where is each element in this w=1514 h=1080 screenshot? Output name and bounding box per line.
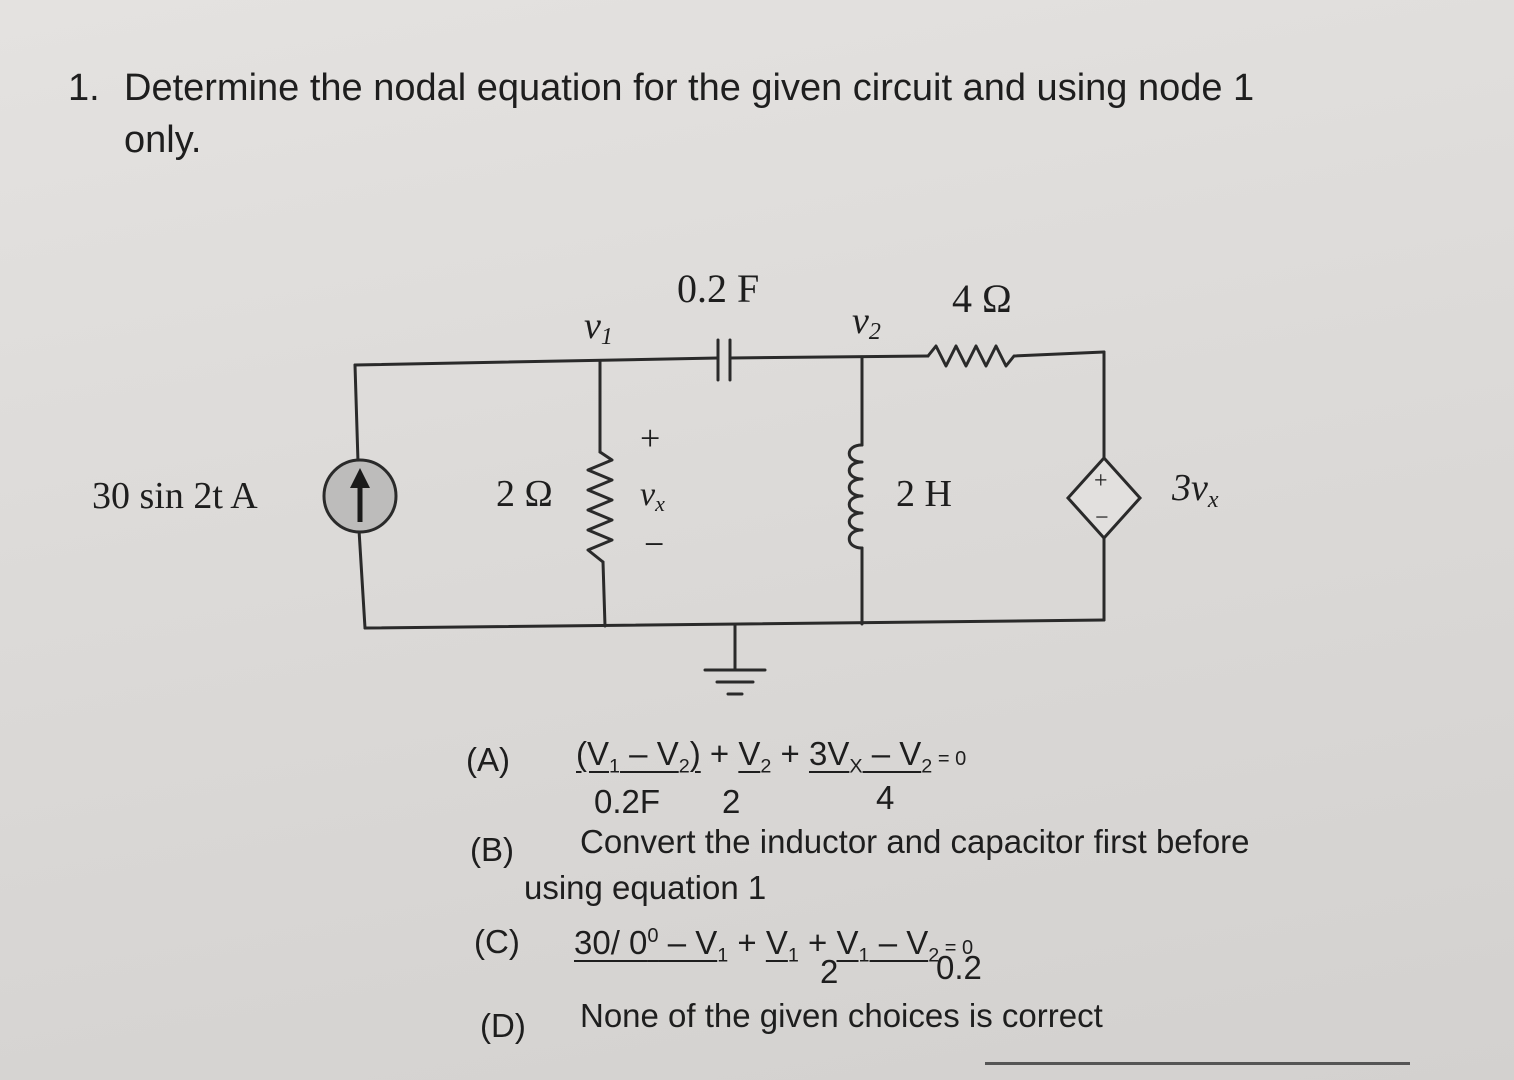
option-b-line2: using equation 1 [524, 869, 767, 906]
option-a-term1: (V1 – V2) [576, 735, 701, 778]
wire-resistor-2 [598, 360, 607, 628]
label-node2: v2 [852, 300, 881, 345]
wire-top-left [353, 356, 720, 367]
option-a-den-1: 0.2F [594, 783, 661, 820]
wire-left [353, 363, 367, 630]
option-c-term1: 30/ 00 – V1 [574, 924, 729, 967]
wire-top-mid [728, 354, 930, 360]
question-line1: Determine the nodal equation for the giv… [124, 67, 1255, 109]
page-edge-line [985, 1062, 1410, 1065]
label-resistor-4: 4 Ω [952, 276, 1012, 321]
option-b-line1: Convert the inductor and capacitor first… [580, 823, 1250, 860]
option-d-text: None of the given choices is correct [580, 997, 1103, 1034]
label-dep-source: 3vx [1171, 467, 1219, 513]
option-c-term2: V1 [765, 924, 799, 967]
option-d-label[interactable]: (D) [480, 1007, 526, 1044]
option-a-label[interactable]: (A) [466, 741, 510, 778]
option-a-den-3: 4 [876, 779, 895, 816]
label-current-source: 30 sin 2t A [92, 475, 258, 517]
inductor-coil [847, 443, 864, 550]
resistor-2-ohm [586, 450, 614, 564]
label-dep-minus: − [1095, 505, 1109, 531]
question-number: 1. [68, 67, 100, 109]
option-c-label[interactable]: (C) [474, 923, 520, 960]
label-capacitor: 0.2 F [677, 266, 759, 311]
question-line2: only. [124, 119, 202, 161]
option-a-term2: V2 [738, 735, 772, 778]
option-c-numerator: 30/ 00 – V1 + V1 + V1 – V2 = 0 [574, 924, 974, 967]
resistor-4-ohm [926, 344, 1106, 368]
option-a-term3: 3VX – V2 [808, 735, 933, 778]
label-resistor-2: 2 Ω [496, 473, 553, 515]
label-vx-minus: − [644, 524, 664, 564]
dependent-voltage-source [1065, 455, 1143, 541]
option-c-den-1: 2 [820, 953, 839, 990]
option-c-den-2: 0.2 [936, 949, 982, 986]
question-text: 1. Determine the nodal equation for the g… [68, 62, 1368, 166]
option-a-den-2: 2 [722, 783, 741, 820]
current-source [322, 458, 398, 534]
label-node1: v1 [584, 305, 613, 350]
option-c-term3: V1 – V2 [836, 924, 940, 967]
option-b-label[interactable]: (B) [470, 831, 514, 868]
label-vx-plus: + [640, 418, 660, 458]
label-inductor: 2 H [896, 473, 952, 515]
option-a-numerator: (V1 – V2) + V2 + 3VX – V2 = 0 [576, 735, 967, 778]
label-dep-plus: + [1094, 468, 1108, 494]
label-vx: vx [640, 476, 665, 516]
